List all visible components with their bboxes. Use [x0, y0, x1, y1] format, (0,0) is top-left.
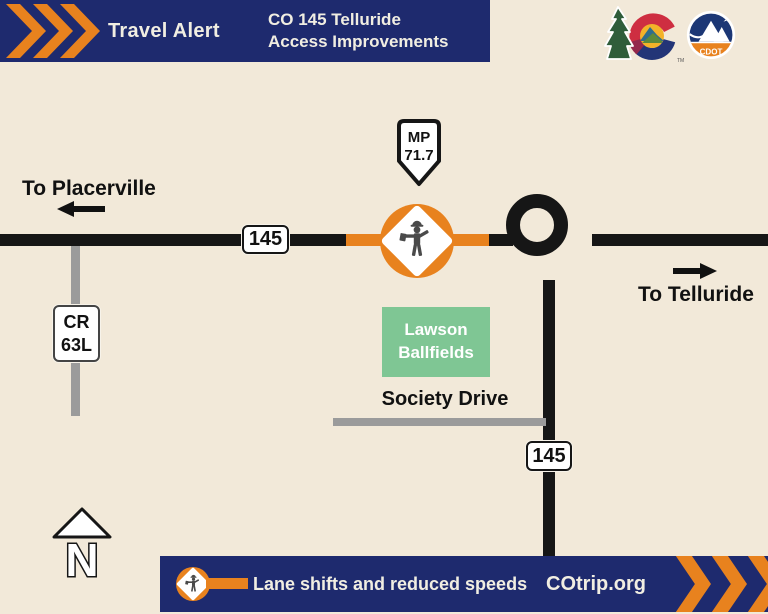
header-banner: Travel Alert CO 145 Telluride Access Imp… — [0, 0, 490, 62]
cr-label: CR — [63, 312, 90, 332]
chevron-icon — [665, 556, 711, 612]
lawson-label-line2: Ballfields — [398, 343, 474, 362]
cdot-logo-text: CDOT — [700, 48, 723, 57]
chevron-icon — [6, 4, 46, 58]
flagger-map-icon — [380, 204, 454, 278]
milepost-marker-icon: MP 71.7 — [396, 118, 442, 188]
colorado-logo-icon: TM — [604, 6, 684, 63]
to-telluride-label: To Telluride — [638, 283, 754, 306]
road-society-drive — [333, 418, 546, 426]
cr-number-label: 63L — [60, 334, 93, 355]
milepost-number: 71.7 — [404, 147, 434, 164]
society-drive-label: Society Drive — [381, 388, 509, 410]
workzone-bar — [206, 578, 248, 589]
route-shield-145-west: 145 — [242, 225, 289, 254]
road-co145-east — [592, 234, 768, 246]
milepost-label: MP — [407, 129, 431, 146]
cotrip-link[interactable]: COtrip.org — [546, 572, 646, 595]
county-road-63l-shield: CR 63L — [53, 305, 100, 362]
route-shield-145-south-label: 145 — [532, 444, 566, 467]
left-arrow-icon — [57, 201, 105, 217]
flagger-person-icon — [399, 220, 429, 256]
route-shield-145-west-label: 145 — [248, 228, 283, 250]
trademark-text: TM — [677, 58, 684, 63]
to-placerville-label: To Placerville — [22, 177, 156, 200]
footer-message: Lane shifts and reduced speeds — [253, 573, 528, 594]
travel-alert-label: Travel Alert — [108, 19, 220, 42]
lawson-label-line1: Lawson — [404, 320, 468, 340]
page-title: CO 145 Telluride Access Improvements — [268, 9, 448, 53]
title-line-2: Access Improvements — [268, 32, 449, 52]
lawson-ballfields-area: Lawson Ballfields — [382, 307, 490, 377]
road-co145-south — [543, 280, 555, 556]
cdot-logo-icon: CDOT — [686, 10, 736, 60]
north-arrow-icon: N — [52, 507, 112, 582]
flagger-person-icon — [184, 574, 199, 592]
route-shield-145-south: 145 — [526, 441, 572, 471]
north-label: N — [65, 534, 98, 582]
flagger-footer-icon — [176, 567, 210, 601]
road-co145-approach — [489, 234, 513, 246]
right-arrow-icon — [673, 263, 717, 279]
footer-banner: Lane shifts and reduced speeds COtrip.or… — [160, 556, 768, 612]
title-line-1: CO 145 Telluride — [268, 10, 401, 29]
roundabout — [506, 194, 568, 256]
road-co145-west — [0, 234, 346, 246]
